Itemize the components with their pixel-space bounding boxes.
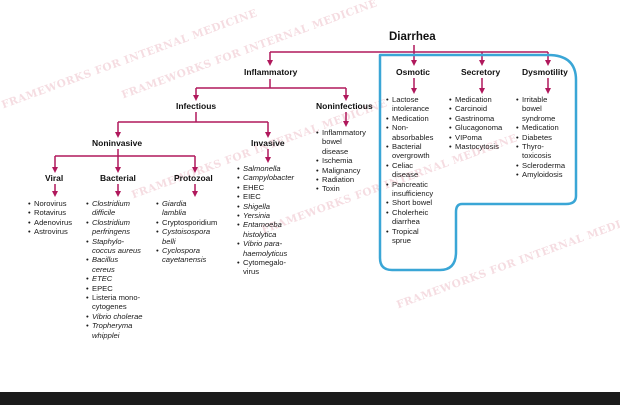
list-item: Rotavirus	[28, 208, 72, 218]
protozoal-list: GiardialambliaCryptosporidiumCystoisospo…	[156, 199, 217, 265]
node-bacterial: Bacterial	[100, 173, 136, 183]
bacterial-list: ClostridiumdifficileClostridiumperfringe…	[86, 199, 143, 340]
list-item: Listeria mono-cytogenes	[86, 293, 143, 312]
list-item: Scleroderma	[516, 161, 565, 171]
list-item: Amyloidosis	[516, 170, 565, 180]
list-item: Vibrio cholerae	[86, 312, 143, 322]
diagram-canvas: FRAMEWORKS FOR INTERNAL MEDICINE FRAMEWO…	[0, 0, 620, 392]
node-dysmotility: Dysmotility	[522, 67, 568, 77]
list-item: EIEC	[237, 192, 294, 202]
list-item: Gastrinoma	[449, 114, 502, 124]
secretory-list: MedicationCarcinoidGastrinomaGlucagonoma…	[449, 95, 502, 152]
list-item: Ischemia	[316, 156, 366, 166]
node-infectious: Infectious	[176, 101, 217, 111]
node-noninvasive: Noninvasive	[92, 138, 143, 148]
list-item: Astrovirus	[28, 227, 72, 237]
list-item: Yersinia	[237, 211, 294, 221]
list-item: Adenovirus	[28, 218, 72, 228]
list-item: ETEC	[86, 274, 143, 284]
node-noninfectious: Noninfectious	[316, 101, 373, 111]
node-osmotic: Osmotic	[396, 67, 431, 77]
list-item: EHEC	[237, 183, 294, 193]
list-item: Campylobacter	[237, 173, 294, 183]
list-item: VIPoma	[449, 133, 502, 143]
list-item: Medication	[449, 95, 502, 105]
list-item: Cytomegalo-virus	[237, 258, 294, 277]
list-item: Salmonella	[237, 164, 294, 174]
list-item: Short bowel	[386, 198, 433, 208]
connector-lines	[52, 45, 578, 272]
node-viral: Viral	[45, 173, 64, 183]
list-item: Radiation	[316, 175, 366, 185]
invasive-list: SalmonellaCampylobacterEHECEIECShigellaY…	[237, 164, 294, 277]
highlight-outline	[378, 53, 578, 272]
list-item: Mastocytosis	[449, 142, 502, 152]
list-item: Staphylo-coccus aureus	[86, 237, 143, 256]
list-item: Medication	[386, 114, 433, 124]
node-protozoal: Protozoal	[174, 173, 213, 183]
bottom-bar	[0, 392, 620, 405]
node-inflammatory: Inflammatory	[244, 67, 298, 77]
list-item: Malignancy	[316, 166, 366, 176]
list-item: Cryptosporidium	[156, 218, 217, 228]
list-item: Glucagonoma	[449, 123, 502, 133]
list-item: Norovirus	[28, 199, 72, 209]
list-item: Thyro-toxicosis	[516, 142, 565, 161]
list-item: EPEC	[86, 284, 143, 294]
viral-list: NorovirusRotavirusAdenovirusAstrovirus	[28, 199, 72, 237]
list-item: Diabetes	[516, 133, 565, 143]
osmotic-list: LactoseintoleranceMedicationNon-absorbab…	[386, 95, 433, 246]
list-item: Toxin	[316, 184, 366, 194]
list-item: Shigella	[237, 202, 294, 212]
list-item: Carcinoid	[449, 104, 502, 114]
node-secretory: Secretory	[461, 67, 501, 77]
node-diarrhea: Diarrhea	[389, 31, 436, 43]
list-item: Vibrio para-haemolyticus	[237, 239, 294, 258]
noninfectious-list: InflammatoryboweldiseaseIschemiaMalignan…	[316, 128, 366, 194]
dysmotility-list: IrritablebowelsyndromeMedicationDiabetes…	[516, 95, 565, 180]
list-item: Non-absorbables	[386, 123, 433, 142]
node-invasive: Invasive	[251, 138, 285, 148]
list-item: Medication	[516, 123, 565, 133]
